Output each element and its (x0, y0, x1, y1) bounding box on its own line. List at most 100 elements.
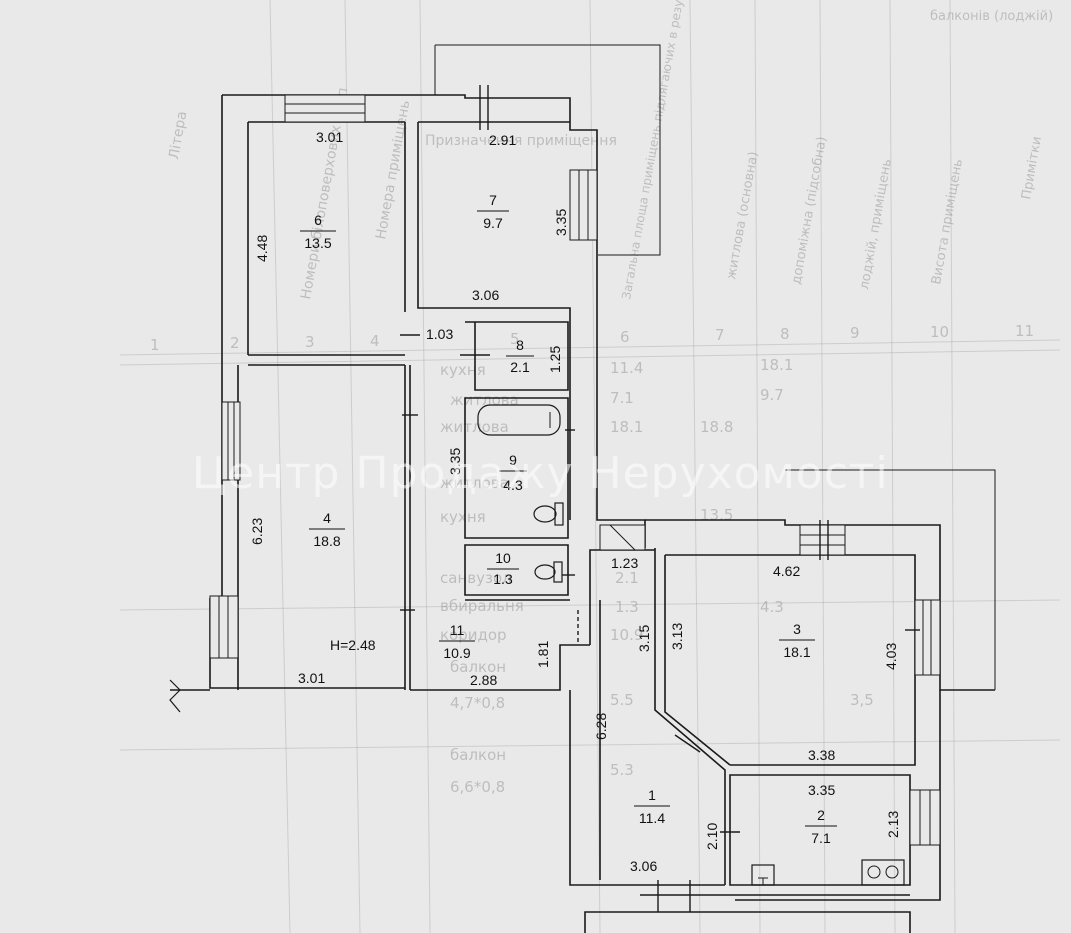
dim-r11-right: 3.15 (636, 625, 652, 652)
faint-header-1: 1 (150, 336, 160, 354)
window-room-2 (909, 789, 941, 846)
room-area-1: 11.4 (639, 810, 665, 826)
room-number-7: 7 (489, 192, 497, 208)
faint-val-11: 10.9 (610, 626, 643, 644)
faint-val-4: 18.8 (700, 418, 733, 436)
room-number-4: 4 (323, 510, 331, 526)
dim-r3-left: 3.13 (669, 623, 685, 650)
room-number-9: 9 (509, 452, 517, 468)
room-label-9: 9 4.3 (499, 452, 527, 493)
room-area-11: 10.9 (443, 645, 470, 661)
faint-row-10: 4,7*0,8 (450, 694, 505, 712)
faint-col-balconies: балконів (лоджій) (930, 9, 1053, 24)
room-area-6: 13.5 (304, 235, 331, 251)
dim-r6-top: 3.01 (316, 129, 343, 145)
sink-icon (751, 864, 775, 886)
faint-val-3: 18.1 (610, 418, 643, 436)
faint-val-8: 2.1 (615, 569, 639, 587)
toilet-icon (533, 502, 564, 526)
dim-r1-top: 1.23 (611, 555, 638, 571)
dim-r7-bottom: 3.06 (472, 287, 499, 303)
background-table-grid (119, 0, 1061, 933)
dim-r4-bottom: 3.01 (298, 670, 325, 686)
faint-row-11: балкон (450, 746, 506, 764)
dimension-labels: 3.01 4.48 2.91 3.35 3.06 1.03 1.25 3.35 … (249, 129, 901, 874)
room-number-1: 1 (648, 787, 656, 803)
faint-header-11: 11 (1015, 322, 1034, 340)
dim-r2-top: 3.35 (808, 782, 835, 798)
window-room-6 (284, 94, 366, 123)
faint-row-9: балкон (450, 658, 506, 676)
dim-r4-side: 6.23 (249, 518, 265, 545)
height-label: H=2.48 (330, 637, 376, 653)
faint-row-12: 6,6*0,8 (450, 778, 505, 796)
faint-val-2: 7.1 (610, 389, 634, 407)
stove-icon (861, 859, 905, 886)
room-number-11: 11 (450, 622, 465, 638)
room-number-3: 3 (793, 621, 801, 637)
faint-header-9: 9 (850, 324, 860, 342)
dim-r1-right: 2.10 (704, 823, 720, 850)
faint-val-10: 1.3 (615, 598, 639, 616)
room-area-3: 18.1 (783, 644, 810, 660)
room-area-2: 7.1 (811, 830, 831, 846)
faint-row-3: житлова (440, 418, 509, 436)
room-label-10: 10 1.3 (487, 550, 519, 587)
windows (209, 94, 941, 846)
window-room-4-lower (209, 595, 239, 659)
faint-header-4: 4 (370, 332, 380, 350)
door-marks (400, 85, 920, 912)
room-area-8: 2.1 (510, 359, 530, 375)
room-number-2: 2 (817, 807, 825, 823)
faint-row-4: житлова (440, 474, 509, 492)
room-label-8: 8 2.1 (506, 337, 534, 375)
faint-val-6: 13.5 (700, 506, 733, 524)
faint-row-1: кухня (440, 361, 486, 379)
room-label-11: 11 10.9 (439, 622, 475, 661)
bathtub-icon (477, 404, 561, 436)
faint-row-6: санвузол (440, 569, 512, 587)
room-number-6: 6 (314, 212, 322, 228)
dim-r1-bottom: 3.06 (630, 858, 657, 874)
window-room-3-side (914, 599, 941, 676)
room-number-10: 10 (495, 550, 511, 566)
room-area-4: 18.8 (313, 533, 340, 549)
room-area-10: 1.3 (493, 571, 513, 587)
faint-header-2: 2 (230, 334, 240, 352)
window-hall-stair (599, 524, 646, 551)
dim-corr-1-03: 1.03 (426, 326, 453, 342)
room-number-8: 8 (516, 337, 524, 353)
faint-val-5: 18.1 (760, 356, 793, 374)
dim-r6-side: 4.48 (254, 235, 270, 262)
faint-val-7: 9.7 (760, 386, 784, 404)
break-line-icon (169, 679, 181, 713)
room-label-2: 2 7.1 (805, 807, 837, 846)
faint-row-8: коридор (440, 626, 507, 644)
faint-header-7: 7 (715, 326, 725, 344)
faint-header-8: 8 (780, 325, 790, 343)
room-label-6: 6 13.5 (300, 212, 336, 251)
room-label-1: 1 11.4 (634, 787, 670, 826)
window-room-4-upper (221, 401, 241, 481)
faint-header-3: 3 (305, 333, 315, 351)
faint-col-purpose: Призначення приміщення (425, 133, 617, 149)
walls (170, 44, 996, 933)
faint-val-1: 11.4 (610, 359, 643, 377)
room-label-7: 7 9.7 (477, 192, 509, 231)
room-area-9: 4.3 (503, 477, 523, 493)
dim-r11-bottom: 2.88 (470, 672, 497, 688)
faint-val-9: 4.3 (760, 598, 784, 616)
dim-r3-right: 4.03 (883, 643, 899, 670)
faint-row-7: вбиральня (440, 597, 524, 615)
faint-val-12: 5.5 (610, 691, 634, 709)
dim-r7-top: 2.91 (489, 132, 516, 148)
dim-r1-side: 6.28 (593, 713, 609, 740)
toilet-icon-wc (534, 561, 563, 583)
dim-r3-bottom: 3.38 (808, 747, 835, 763)
dim-r3-top: 4.62 (773, 563, 800, 579)
room-area-7: 9.7 (483, 215, 503, 231)
faint-val-13: 5.3 (610, 761, 634, 779)
dim-r8-side: 1.25 (547, 346, 563, 373)
faint-val-14: 3,5 (850, 691, 874, 709)
